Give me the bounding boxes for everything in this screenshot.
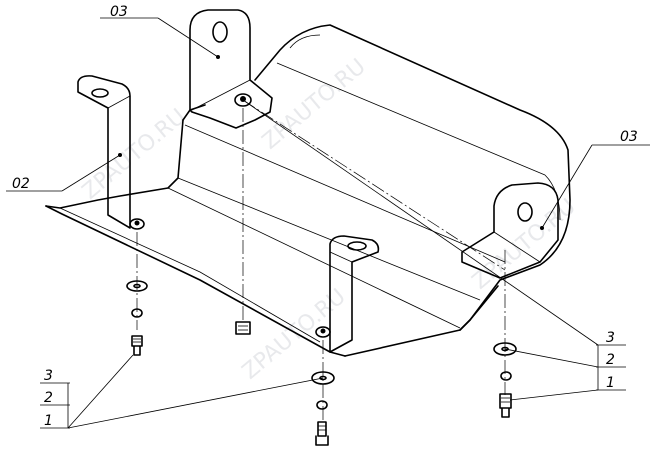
spring-washer-icon — [316, 400, 328, 410]
fastener-front — [311, 371, 335, 446]
leader-lines — [6, 17, 650, 429]
spring-washer-icon — [131, 308, 143, 318]
bolt-head-top — [234, 93, 252, 107]
bracket-front-slot — [347, 241, 367, 251]
callout-03-right: 03 — [620, 129, 638, 145]
washer-icon — [311, 371, 335, 385]
bolt-head-front — [315, 326, 331, 338]
callout-left-2: 2 — [44, 390, 53, 406]
callout-left-1: 1 — [44, 413, 53, 429]
bracket-right — [461, 182, 559, 279]
watermark-2: ZPAUTO.RU — [258, 54, 371, 154]
watermark-3: ZPAUTO.RU — [468, 194, 581, 294]
bracket-top-hole — [212, 21, 228, 43]
washer-icon — [126, 280, 148, 292]
callout-right-3: 3 — [606, 330, 615, 346]
fastener-middle-bolt — [235, 321, 251, 335]
skid-plate — [45, 24, 571, 357]
bolt-head-left — [129, 218, 145, 230]
bracket-front — [315, 235, 380, 353]
washer-icon — [493, 342, 517, 356]
watermark-4: ZPAUTO.RU — [238, 284, 351, 384]
watermark-1: ZPAUTO.RU — [78, 104, 191, 204]
callout-03-top: 03 — [110, 4, 128, 20]
bracket-right-hole — [517, 202, 533, 222]
callout-02-left: 02 — [12, 176, 30, 192]
spring-washer-icon — [500, 371, 512, 381]
bracket-left — [77, 75, 145, 230]
bracket-top — [189, 9, 273, 129]
callout-left-3: 3 — [44, 368, 53, 384]
callout-right-1: 1 — [606, 375, 615, 391]
fastener-left — [126, 280, 148, 356]
callout-right-2: 2 — [606, 352, 615, 368]
fastener-right — [493, 342, 517, 418]
bracket-left-slot — [91, 88, 109, 98]
